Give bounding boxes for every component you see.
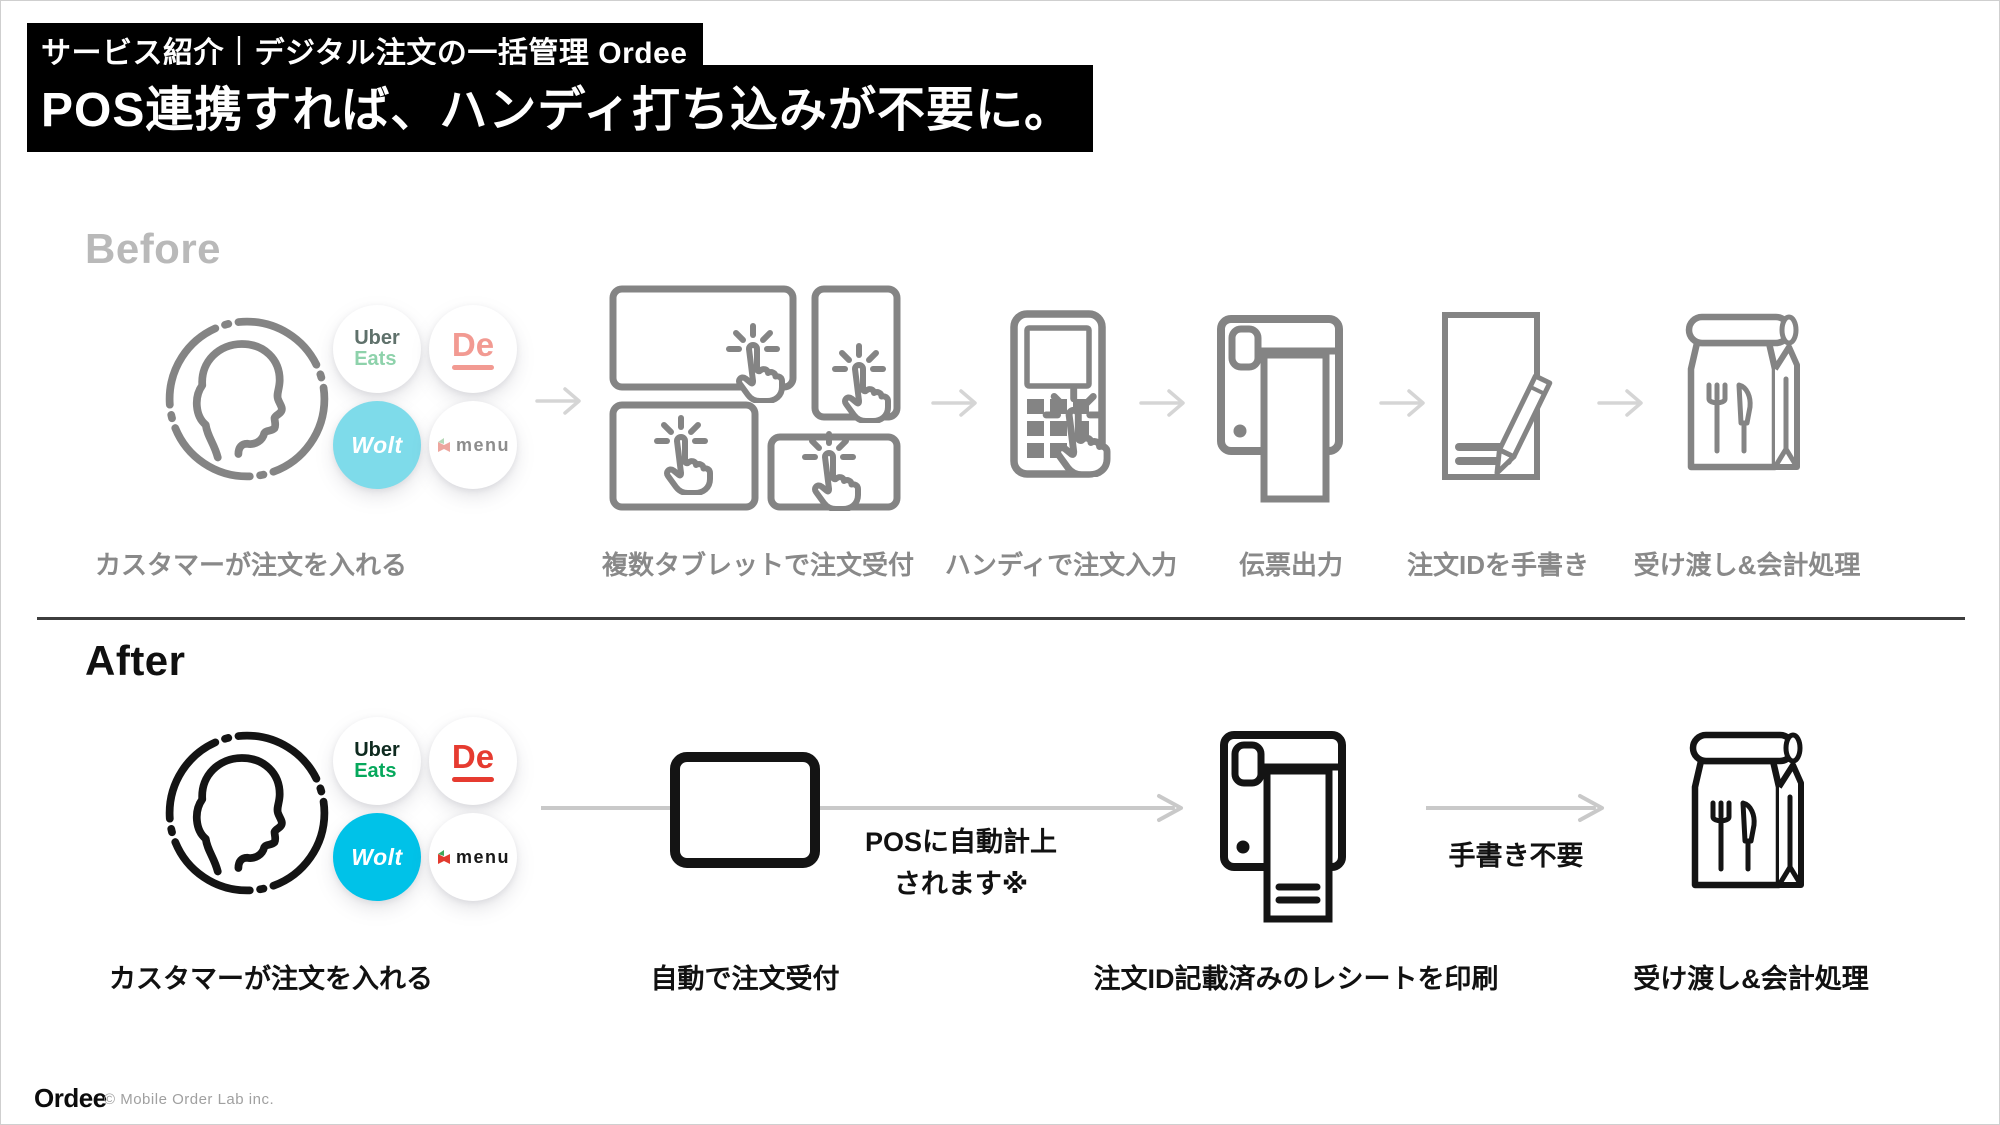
pos-note-line2: されます※ [893,869,1029,899]
eats-text: Eats [354,760,397,782]
wolt-logo: Wolt [333,813,421,901]
short-arrow-icon [1426,794,1604,822]
menu-wordmark: menu [436,847,510,868]
delivery-logos-before: Uber Eats De Wolt menu [333,305,517,489]
handy-terminal-icon [1010,310,1121,478]
step-caption: ハンディで注文入力 [944,550,1178,580]
demaecan-logo: De [429,717,517,805]
receipt-printer-icon [1217,315,1343,503]
menu-text: menu [455,434,510,455]
delivery-logos-after: Uber Eats De Wolt menu [333,717,517,901]
step-caption: 注文IDを手書き [1406,550,1589,580]
page-title: POS連携すれば、ハンディ打ち込みが不要に。 [27,65,1094,152]
uber-text: Uber [354,739,400,761]
step-caption: 注文ID記載済みのレシートを印刷 [1093,964,1499,994]
menu-wordmark: menu [436,435,510,456]
tablet-icon [670,752,820,868]
arrow-right-icon [535,387,581,415]
footer-copyright: © Mobile Order Lab inc. [104,1091,275,1108]
eats-text: Eats [354,348,397,370]
menu-logo: menu [429,401,517,489]
step-caption: 複数タブレットで注文受付 [601,550,914,580]
customer-icon [165,317,329,481]
uber-eats-logo: Uber Eats [333,305,421,393]
section-divider [37,617,1965,620]
pos-note: POSに自動計上 されます※ [811,821,1111,905]
arrow-right-icon [1139,389,1185,417]
long-arrow-icon [541,794,1183,822]
step-caption: 自動で注文受付 [650,964,840,994]
menu-book-icon [437,850,450,864]
customer-icon [165,731,329,895]
uber-eats-wordmark: Uber Eats [354,328,400,370]
receipt-printer-icon [1220,731,1346,923]
menu-logo: menu [429,813,517,901]
wolt-wordmark: Wolt [351,843,403,870]
takeout-bag-icon [1685,313,1800,471]
arrow-right-icon [1379,389,1425,417]
after-label: After [85,637,186,684]
uber-eats-wordmark: Uber Eats [354,740,400,782]
ordee-logo: Ordee [34,1083,107,1113]
before-label: Before [85,225,222,272]
uber-eats-logo: Uber Eats [333,717,421,805]
arrow-right-icon [931,389,977,417]
uber-text: Uber [354,327,400,349]
wolt-wordmark: Wolt [351,431,403,458]
menu-text: menu [455,846,510,867]
step-caption: カスタマーが注文を入れる [94,550,407,580]
step-caption: 受け渡し&会計処理 [1633,550,1861,580]
receipt-pen-icon [1442,312,1553,480]
demaecan-wordmark: De [452,740,494,782]
wolt-logo: Wolt [333,401,421,489]
arrow-right-icon [1597,389,1643,417]
pos-note-line1: POSに自動計上 [864,827,1058,857]
step-caption: 伝票出力 [1238,550,1343,580]
takeout-bag-icon [1689,731,1804,889]
demaecan-logo: De [429,305,517,393]
handwriting-note: 手書き不要 [1448,841,1584,871]
step-caption: 受け渡し&会計処理 [1633,964,1869,994]
demaecan-wordmark: De [452,328,494,370]
step-caption: カスタマーが注文を入れる [109,964,433,994]
tablets-cluster-icon [609,285,901,527]
menu-book-icon [437,438,450,452]
